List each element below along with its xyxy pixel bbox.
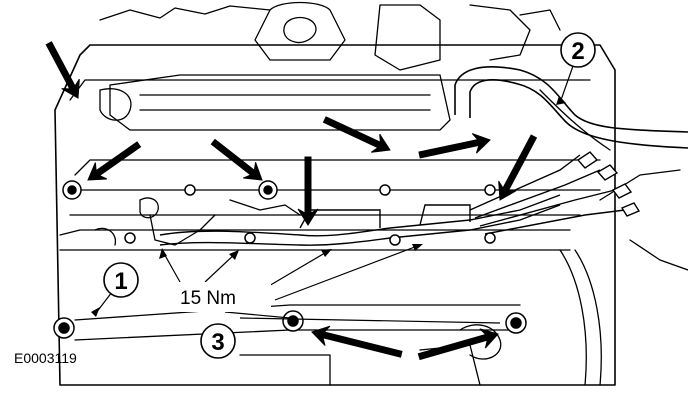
tightening-arrow-icon [498, 134, 538, 201]
callout-2-circle [560, 32, 596, 68]
leader-arrow-icon [91, 307, 100, 317]
callout-1-leader [95, 291, 113, 314]
bolt-icon [53, 317, 75, 339]
tightening-arrow-icon [311, 325, 403, 358]
leader-arrow-icon [159, 248, 167, 259]
engine-linework [54, 1, 688, 386]
tightening-arrow-icon [297, 156, 319, 226]
figure-id: E0003119 [14, 350, 77, 366]
tightening-arrow-icon [87, 141, 142, 181]
leader-arrow-icon [321, 249, 332, 257]
leader-arrow-icon [229, 250, 239, 260]
torque-label: 15 Nm [180, 288, 236, 309]
bolt-icon [62, 180, 82, 200]
tightening-arrow-icon [210, 138, 263, 181]
callout-2-label: 2 [571, 38, 584, 65]
cover-bolts [53, 180, 527, 339]
callout-2-leader [560, 65, 574, 101]
tightening-arrow-icon [322, 116, 391, 153]
bolt-icon [505, 312, 527, 334]
spark-plug-leads [469, 151, 641, 235]
callout-1-circle [103, 262, 139, 298]
tightening-arrows [45, 41, 538, 361]
tightening-arrow-icon [45, 41, 80, 99]
bolt-icon [282, 310, 304, 332]
callout-3-label: 3 [211, 329, 224, 356]
leader-arrowheads [91, 96, 566, 317]
tightening-arrow-icon [418, 133, 491, 159]
leader-arrow-icon [412, 244, 423, 251]
bolt-icon [258, 180, 278, 200]
tightening-arrow-icon [417, 328, 499, 361]
torque-label-bg [173, 282, 271, 312]
coolant-hose [454, 66, 688, 149]
callout-1-label: 1 [114, 268, 127, 295]
callout-3-circle [200, 323, 236, 359]
leader-arrow-icon [556, 96, 566, 105]
